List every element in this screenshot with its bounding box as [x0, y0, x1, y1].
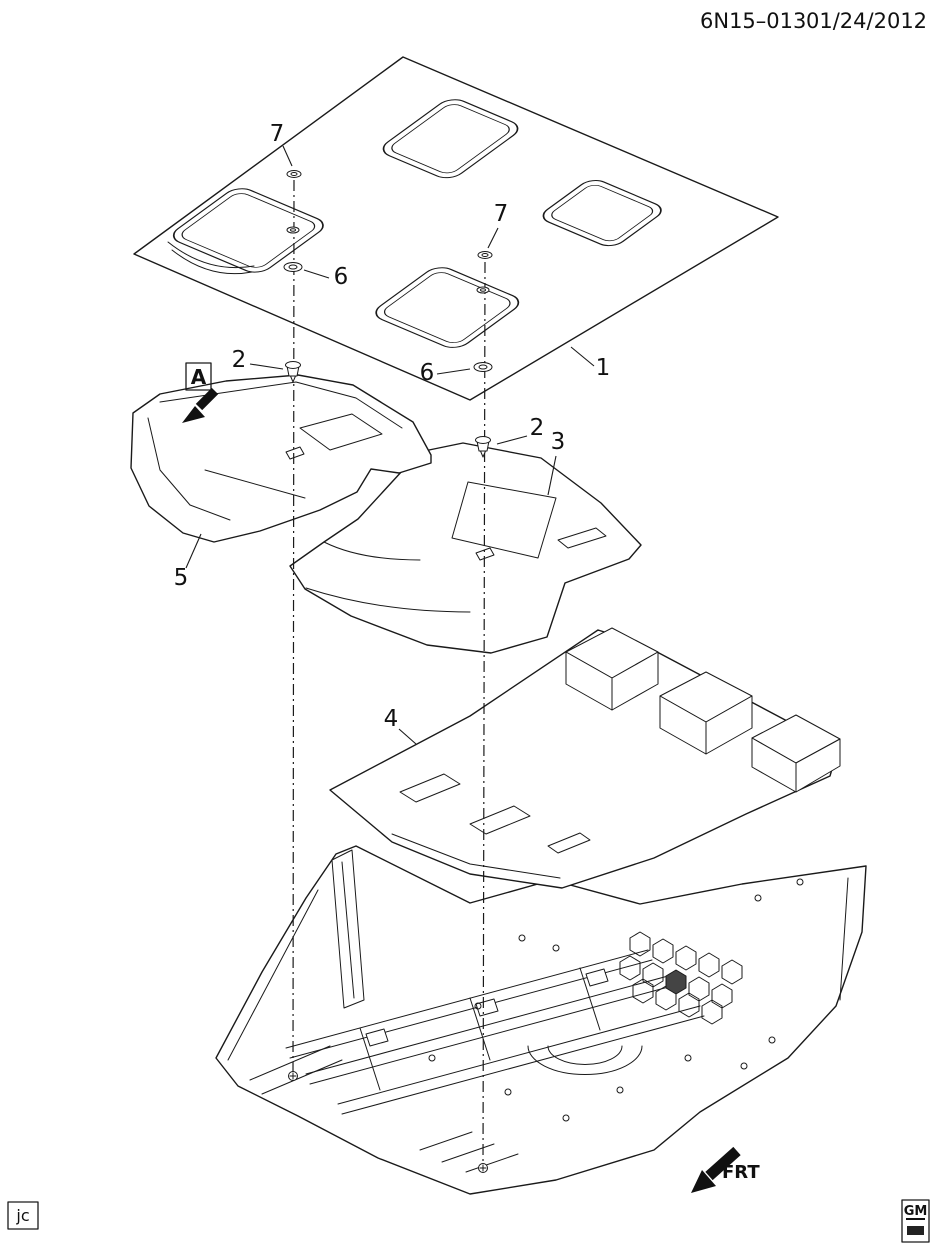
part-7-retainer-left: [286, 170, 302, 178]
callout-leader-lines: [185, 145, 595, 745]
floor-screw-right: [478, 1163, 488, 1173]
floor-mat-rear-center: [382, 99, 519, 179]
frt-arrow: [705, 1146, 741, 1181]
bolt-heads: [428, 878, 804, 1122]
part-4-rear-carpet: [329, 627, 841, 889]
author-initials: jc: [15, 1206, 29, 1225]
part-6-grommet-right: [473, 362, 493, 372]
callout-4: 4: [384, 706, 399, 732]
callout-6-left: 6: [334, 264, 349, 290]
gm-logo-box: GM: [901, 1199, 930, 1243]
mat-eyelet-left: [286, 226, 300, 234]
floor-screw-left: [288, 1071, 298, 1081]
assembly-center-lines: [292, 179, 486, 1167]
document-date: 01/24/2012: [806, 9, 927, 33]
part-7-retainer-right: [477, 251, 493, 259]
author-initials-box: jc: [7, 1201, 39, 1230]
view-marker-a: A: [182, 362, 219, 423]
floor-mat-rear-right: [542, 180, 662, 247]
part-5-front-carpet-left: [130, 374, 432, 543]
callout-3: 3: [551, 429, 566, 455]
vehicle-floor-pan: [215, 845, 867, 1195]
part-6-grommet-left: [283, 262, 303, 272]
view-marker-label: A: [191, 365, 207, 389]
gm-logo-text: GM: [904, 1204, 928, 1219]
view-direction-arrow: [195, 387, 219, 411]
front-direction-marker: FRT: [691, 1146, 760, 1193]
gm-logo-mark: [907, 1226, 924, 1235]
mat-eyelet-right: [476, 286, 490, 294]
callout-6-right: 6: [420, 360, 435, 386]
document-number: 6N15–013: [700, 9, 806, 33]
callout-2-right: 2: [530, 415, 545, 441]
callout-1: 1: [596, 355, 611, 381]
part-1-insulator-panel: [133, 56, 779, 401]
callout-2-left: 2: [232, 347, 247, 373]
frt-label: FRT: [722, 1162, 760, 1183]
callout-5: 5: [174, 565, 189, 591]
floor-mat-front-left: [167, 188, 324, 275]
part-3-front-carpet-right: [289, 442, 642, 654]
callout-7-left: 7: [270, 121, 285, 147]
callout-7-right: 7: [494, 201, 509, 227]
